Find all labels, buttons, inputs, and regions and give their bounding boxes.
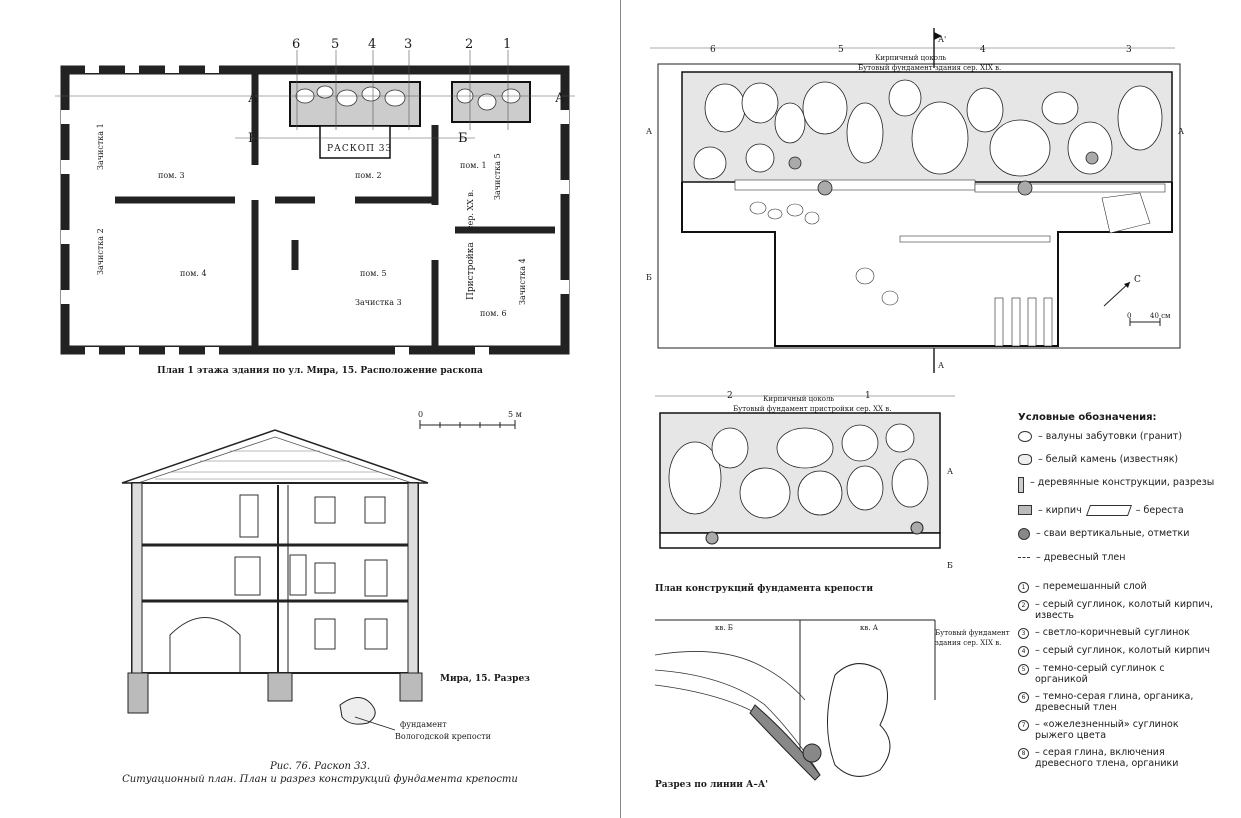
section-cut-drawing: кв. Б кв. А Бутовый фундамент здания сер… [655, 619, 1010, 790]
layer-4: 4– серый суглинок, колотый кирпич [1018, 645, 1218, 657]
floor-plan-caption: План 1 этажа здания по ул. Мира, 15. Рас… [157, 366, 483, 376]
wood-decay-icon [1018, 557, 1030, 560]
section-note-1: Бутовый фундамент [935, 629, 1010, 637]
label-zachistka-5: Зачистка 5 [493, 153, 502, 200]
legend-title: Условные обозначения: [1018, 412, 1157, 423]
axis-3: 3 [404, 37, 412, 52]
limestone-icon [1018, 454, 1032, 465]
bottom-side-b: Б [947, 561, 953, 570]
figure-caption: Рис. 76. Раскоп 33. Ситуационный план. П… [110, 760, 530, 786]
room-3: пом. 3 [158, 171, 185, 180]
section-note-2: здания сер. XIX в. [935, 639, 1001, 647]
legend: Условные обозначения: – валуны забутовки… [1018, 412, 1218, 769]
top-scale-end: 40 см [1150, 312, 1171, 320]
top-axis-6: 6 [710, 45, 716, 55]
pile-icon [1018, 528, 1030, 540]
wood-icon [1018, 477, 1024, 493]
label-zachistka-4: Зачистка 4 [518, 258, 527, 305]
bottom-side-a: А [947, 467, 953, 476]
bottom-excavation-plan: 2 1 Кирпичный цоколь Бутовый фундамент п… [655, 391, 955, 594]
page-divider [620, 0, 621, 818]
bottom-axis-1: 1 [865, 391, 871, 401]
axis-1: 1 [503, 37, 511, 52]
axis-6: 6 [292, 37, 300, 52]
bottom-axis-2: 2 [727, 391, 733, 401]
top-scale-start: 0 [1127, 312, 1131, 320]
layer-2: 2– серый суглинок, колотый кирпич, извес… [1018, 599, 1218, 621]
section-label-a: кв. А [860, 624, 879, 632]
axis-5: 5 [331, 37, 339, 52]
label-zachistka-2: Зачистка 2 [96, 228, 105, 275]
section-label-b: кв. Б [715, 624, 733, 632]
layer-legend: 1– перемешанный слой 2– серый суглинок, … [1018, 581, 1218, 769]
axis-2: 2 [465, 37, 473, 52]
room-1: пом. 1 [460, 161, 487, 170]
label-zachistka-3: Зачистка 3 [355, 298, 402, 307]
top-label-rubble-foundation: Бутовый фундамент здания сер. XIX в. [858, 64, 1001, 72]
label-annex-date: сер. XX в. [466, 190, 475, 230]
legend-brick: – кирпич– береста [1018, 505, 1218, 516]
layer-5: 5– темно-серый суглинок с органикой [1018, 663, 1218, 685]
layer-6: 6– темно-серая глина, органика, древесны… [1018, 691, 1218, 713]
legend-limestone: – белый камень (известняк) [1018, 454, 1218, 465]
north-label: С [1134, 275, 1141, 285]
layer-1: 1– перемешанный слой [1018, 581, 1218, 593]
bottom-label-rubble-foundation: Бутовый фундамент пристройки сер. XX в. [733, 405, 891, 413]
axis-b-right: Б [458, 131, 468, 146]
legend-wood-decay: – древесный тлен [1018, 552, 1218, 563]
top-axis-4: 4 [980, 45, 986, 55]
bottom-label-brick-plinth: Кирпичный цоколь [763, 395, 834, 403]
bottom-plan-caption: План конструкций фундамента крепости [655, 583, 873, 594]
layer-3: 3– светло-коричневый суглинок [1018, 627, 1218, 639]
room-5: пом. 5 [360, 269, 387, 278]
floor-plan: 6 5 4 3 2 1 А Б А Б РАСКОП 33 пом. 3 пом… [55, 37, 575, 357]
room-6: пом. 6 [480, 309, 507, 318]
figure-caption-line2: Ситуационный план. План и разрез констру… [122, 774, 518, 785]
legend-wood: – деревянные конструкции, разрезы [1018, 477, 1218, 493]
foundation-label-1: фундамент [400, 720, 447, 729]
building-section: 0 5 м Мира, 15. Разрез фундамент Вологод… [121, 410, 530, 741]
room-2: пом. 2 [355, 171, 382, 180]
marker-a-prime: А' [938, 35, 946, 44]
layer-7: 7– «ожелезненный» суглинок рыжего цвета [1018, 719, 1218, 741]
top-side-b-left: Б [646, 273, 652, 282]
top-excavation-plan: А' А 6 5 4 3 Кирпичный цоколь Бутовый фу… [646, 28, 1184, 373]
top-side-a-right: А [1178, 127, 1184, 136]
birch-bark-icon [1085, 505, 1132, 516]
label-zachistka-1: Зачистка 1 [96, 123, 105, 170]
legend-boulder: – валуны забутовки (гранит) [1018, 431, 1218, 442]
axis-a-left: А [248, 91, 258, 106]
section-title: Мира, 15. Разрез [440, 674, 530, 684]
room-4: пом. 4 [180, 269, 207, 278]
brick-icon [1018, 505, 1032, 515]
top-axis-3: 3 [1126, 45, 1132, 55]
layer-8: 8– серая глина, включения древесного тле… [1018, 747, 1218, 769]
foundation-label-2: Вологодской крепости [395, 732, 491, 741]
section-cut-caption: Разрез по линии А–А' [655, 780, 768, 790]
boulder-icon [1018, 431, 1032, 442]
top-axis-5: 5 [838, 45, 844, 55]
label-annex: Пристройка [466, 242, 476, 300]
top-label-brick-plinth: Кирпичный цоколь [875, 54, 946, 62]
axis-b-left: Б [248, 131, 258, 146]
scale-start: 0 [418, 410, 423, 419]
axis-a-right: А [555, 91, 565, 106]
legend-piles: – сваи вертикальные, отметки [1018, 528, 1218, 540]
excavation-label: РАСКОП 33 [327, 144, 392, 154]
top-side-a-left: А [646, 127, 652, 136]
scale-end: 5 м [508, 410, 522, 419]
axis-4: 4 [368, 37, 376, 52]
marker-a: А [938, 361, 944, 370]
figure-caption-line1: Рис. 76. Раскоп 33. [269, 761, 370, 772]
